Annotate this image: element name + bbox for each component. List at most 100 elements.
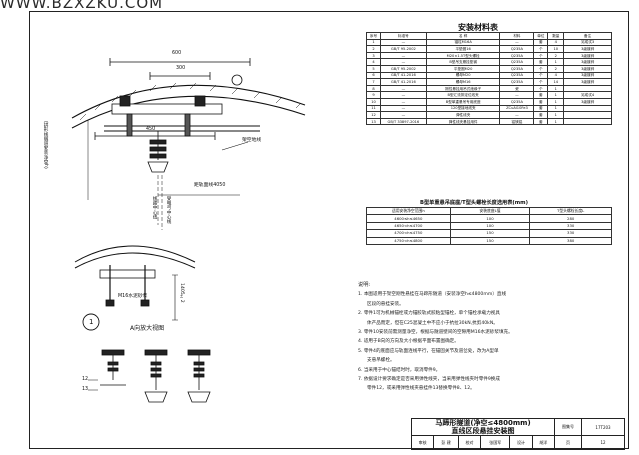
materials-cell: Q235A: [499, 97, 535, 106]
materials-cell: 9: [366, 91, 381, 99]
bolt-cell: 100: [449, 221, 531, 231]
dim-4050-label: 距轨面线4050: [194, 183, 226, 188]
bolt-cell: 150: [449, 229, 531, 238]
materials-cell: GB/T 41-2016: [379, 78, 427, 86]
drawing-no-label: 图集号: [554, 418, 582, 436]
materials-cell: 另成试3: [563, 38, 612, 47]
materials-cell: 120型接地线夹: [425, 104, 501, 113]
materials-cell: 2: [366, 45, 381, 53]
bolt-header-cell: T型头螺栓长度L: [529, 206, 612, 216]
materials-header-cell: 材料: [499, 32, 535, 40]
role-review: 审核: [410, 435, 435, 450]
tunnel-arch-outer: [71, 84, 306, 119]
materials-cell: 1: [547, 117, 565, 126]
mortar-label: M16水泥砂浆: [118, 294, 148, 299]
bolt-cell: 100: [449, 214, 531, 223]
materials-cell: 套: [533, 38, 549, 47]
notes-heading: 说明:: [358, 282, 371, 288]
materials-cell: —: [499, 38, 535, 47]
materials-cell: 13: [366, 117, 381, 126]
materials-header-cell: 单位: [533, 32, 549, 40]
materials-cell: GB/T 95-2002: [379, 64, 427, 73]
notes-block: 说明: 1. 本图适用于架空刚性悬挂在马蹄形隧道（安装净空h≤4800mm）直线…: [358, 281, 613, 394]
materials-cell: 平垫圈M20: [425, 64, 501, 73]
materials-cell: 3级镀锌: [563, 97, 612, 106]
dim-450-label: 450: [146, 127, 156, 132]
page-number: 12: [581, 435, 625, 450]
bolt-cell: 4750<h≤4800: [366, 236, 451, 245]
note-line: 零件12，或采用弹性线夹悬挂件13替换零件8、12。: [367, 386, 475, 392]
materials-cell: —: [499, 111, 535, 119]
materials-cell: 3: [366, 51, 381, 60]
materials-cell: —: [379, 58, 427, 66]
materials-cell: 螺母M20: [425, 71, 501, 80]
materials-table-title: 安装材料表: [458, 23, 498, 32]
materials-cell: [563, 117, 612, 126]
drawing-title-line2: 直线区段悬挂安装图: [451, 427, 515, 435]
materials-cell: [563, 104, 612, 113]
name-review: 彭 建: [433, 435, 459, 450]
materials-cell: 瓷: [499, 84, 535, 93]
materials-cell: —: [379, 97, 427, 106]
note-line: 5. 零件4的底面应与轨面连线平行，在锚固关节及道岔处，改为A型单: [358, 348, 499, 354]
materials-cell: 铝镁铝: [499, 117, 535, 126]
watermark-text: WWW.BZXZKU.COM: [0, 0, 164, 12]
drawing-frame: [29, 11, 629, 449]
materials-cell: GB/T 33897-2016: [379, 117, 427, 126]
materials-cell: 刚性悬挂用吊式绝缘子: [425, 84, 501, 93]
materials-cell: GB/T 95-2002: [379, 45, 427, 53]
drawing-title-line1: 马蹄形隧道(净空≤4800mm): [435, 419, 531, 427]
clearance-vertical-label: （拱形线隧道安装净空h）: [43, 118, 48, 172]
dim-600-label: 600: [172, 51, 182, 56]
materials-cell: Q235A: [499, 64, 535, 73]
role-check: 校对: [457, 435, 482, 450]
materials-cell: 个: [533, 71, 549, 80]
materials-cell: 套: [533, 104, 549, 113]
callout-1: 1: [89, 318, 94, 326]
materials-cell: Q235A: [499, 78, 535, 86]
materials-cell: 2: [547, 64, 565, 73]
materials-cell: 3级镀锌: [563, 58, 612, 66]
note-line: 2. 零件1可为机械锚栓或力锚胶轨式胶粘型锚栓，单个锚栓承载力视具: [358, 311, 500, 317]
materials-cell: 锚柱M16A: [425, 38, 501, 47]
materials-cell: 4: [366, 58, 381, 66]
bolt-cell: 150: [449, 236, 531, 245]
materials-cell: 2: [547, 51, 565, 60]
materials-cell: 1: [547, 104, 565, 113]
materials-cell: 8: [366, 84, 381, 93]
materials-cell: 1: [547, 97, 565, 106]
tunnel-arch-inner: [71, 95, 306, 129]
note-line: 区段的悬挂安装。: [367, 301, 404, 307]
bolt-cell: 330: [529, 221, 612, 231]
materials-cell: 14: [547, 78, 565, 86]
note-line: 1. 本图适用于架空刚性悬挂在马蹄形隧道（安装净空h≤4800mm）直线: [358, 292, 507, 298]
materials-cell: 个: [533, 84, 549, 93]
mounting-base: [111, 103, 223, 115]
materials-cell: 3级镀锌: [563, 64, 612, 73]
note-line: 3. 零件10安装前需测量净空，根据与隧道壁间的空隙用M16水泥砂浆填充。: [358, 330, 513, 336]
dim-600-line: [109, 58, 251, 66]
materials-cell: —: [379, 111, 427, 119]
materials-cell: ZCuAl10Fe3: [499, 104, 535, 113]
materials-cell: B型吊支悬挂垫钢: [425, 58, 501, 66]
pantograph-center-label: 受电弓中心线: [166, 196, 171, 224]
materials-header-cell: 标准号: [379, 32, 427, 40]
materials-cell: Q235A: [499, 58, 535, 66]
bolt-cell: 4700<h≤4750: [366, 229, 451, 238]
materials-cell: [563, 84, 612, 93]
